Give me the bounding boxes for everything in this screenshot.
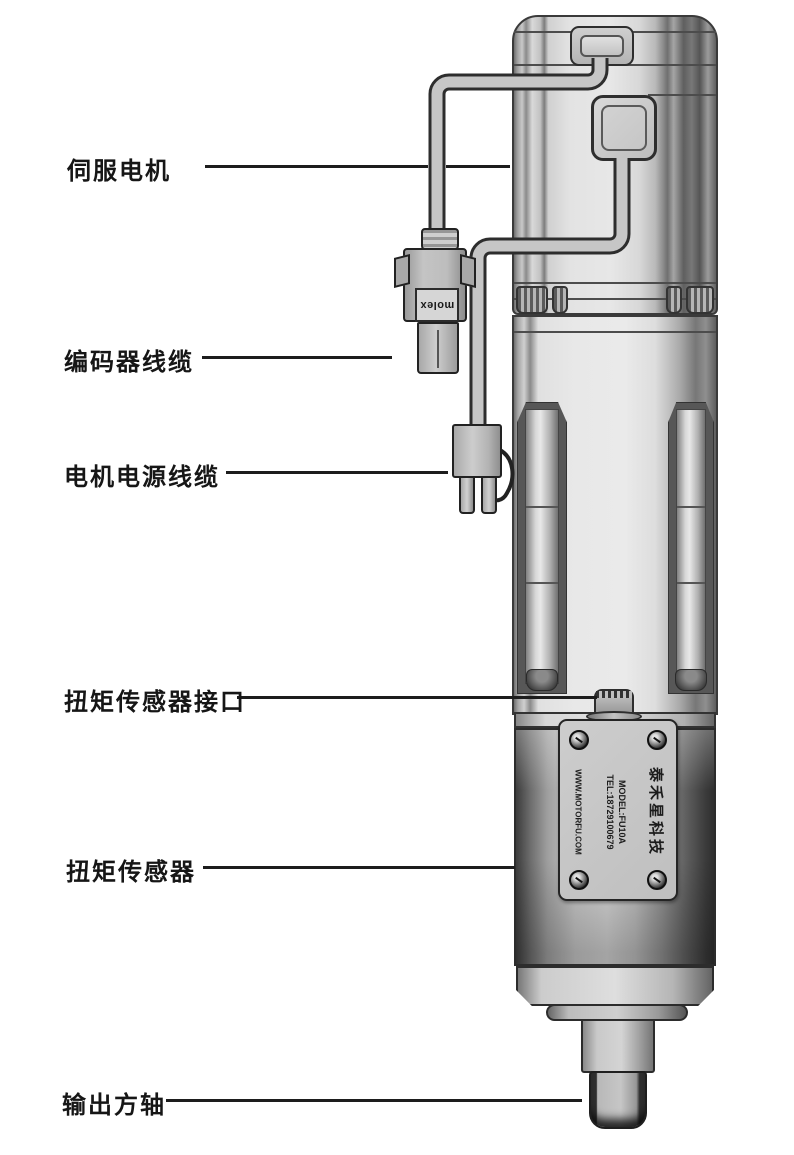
power-connector [452,424,502,478]
molex-connector-cap [421,228,459,250]
tie-rod-nut [552,286,568,314]
screw-icon [647,870,667,890]
label-encoder-cable: 编码器线缆 [64,349,194,376]
nameplate-website: WWW.MOTORFU.COM [573,769,583,855]
nameplate-model: MODEL:FU10A [617,779,628,844]
nameplate-brand: 泰禾星科技 [647,766,665,858]
guide-rail-foot [675,669,707,691]
tie-rod-nut [686,286,714,314]
tie-rod-nut [516,286,548,314]
nameplate: WWW.MOTORFU.COM MODEL:FU10A TEL:18729100… [558,719,678,901]
tie-rod-nut [666,286,682,314]
torque-sensor-bottom-cap [516,966,714,1006]
molex-label: molex [415,288,459,322]
guide-rail-right [668,402,714,694]
guide-rail-foot [526,669,558,691]
screw-icon [647,730,667,750]
motor-top-connector-inner [580,35,624,57]
label-output-square-shaft: 输出方轴 [62,1092,166,1119]
motor-groove-3 [648,94,716,96]
motor-top-connector [570,26,634,66]
screw-icon [569,730,589,750]
molex-brand-text: molex [419,299,455,311]
leader-line-torque-sensor [203,866,515,869]
screw-icon [569,870,589,890]
power-connector-prong [481,476,497,514]
nameplate-model-tel: MODEL:FU10A TEL:18729100679 [604,774,628,849]
leader-line-output-shaft [166,1099,582,1102]
guide-rod [676,409,706,684]
motor-flange-line-1 [514,282,716,284]
leader-line-power-cable [226,471,448,474]
guide-rail-left [517,402,567,694]
label-servo-motor: 伺服电机 [67,158,171,185]
molex-wing-left [394,254,410,288]
molex-plug [417,322,459,374]
power-connector-prong [459,476,475,514]
motor-front-connector [591,95,657,161]
nameplate-tel: TEL:18729100679 [605,774,615,850]
label-motor-power-cable: 电机电源线缆 [64,464,220,491]
guide-rod [525,409,559,684]
leader-line-servo-motor [205,165,428,168]
label-torque-sensor-port: 扭矩传感器接口 [64,689,246,716]
output-shaft-cylinder [581,1019,655,1073]
motor-front-connector-inner [601,105,647,151]
output-square-shaft [589,1071,647,1129]
body-top-band-line [514,331,716,333]
leader-line-sensor-interface [237,696,597,699]
leader-line-encoder-cable [202,356,392,359]
leader-line-servo-motor-2 [446,165,510,168]
molex-connector: molex [394,248,476,322]
knurl-teeth [596,691,632,698]
molex-wing-right [460,254,476,288]
label-torque-sensor: 扭矩传感器 [66,859,196,886]
